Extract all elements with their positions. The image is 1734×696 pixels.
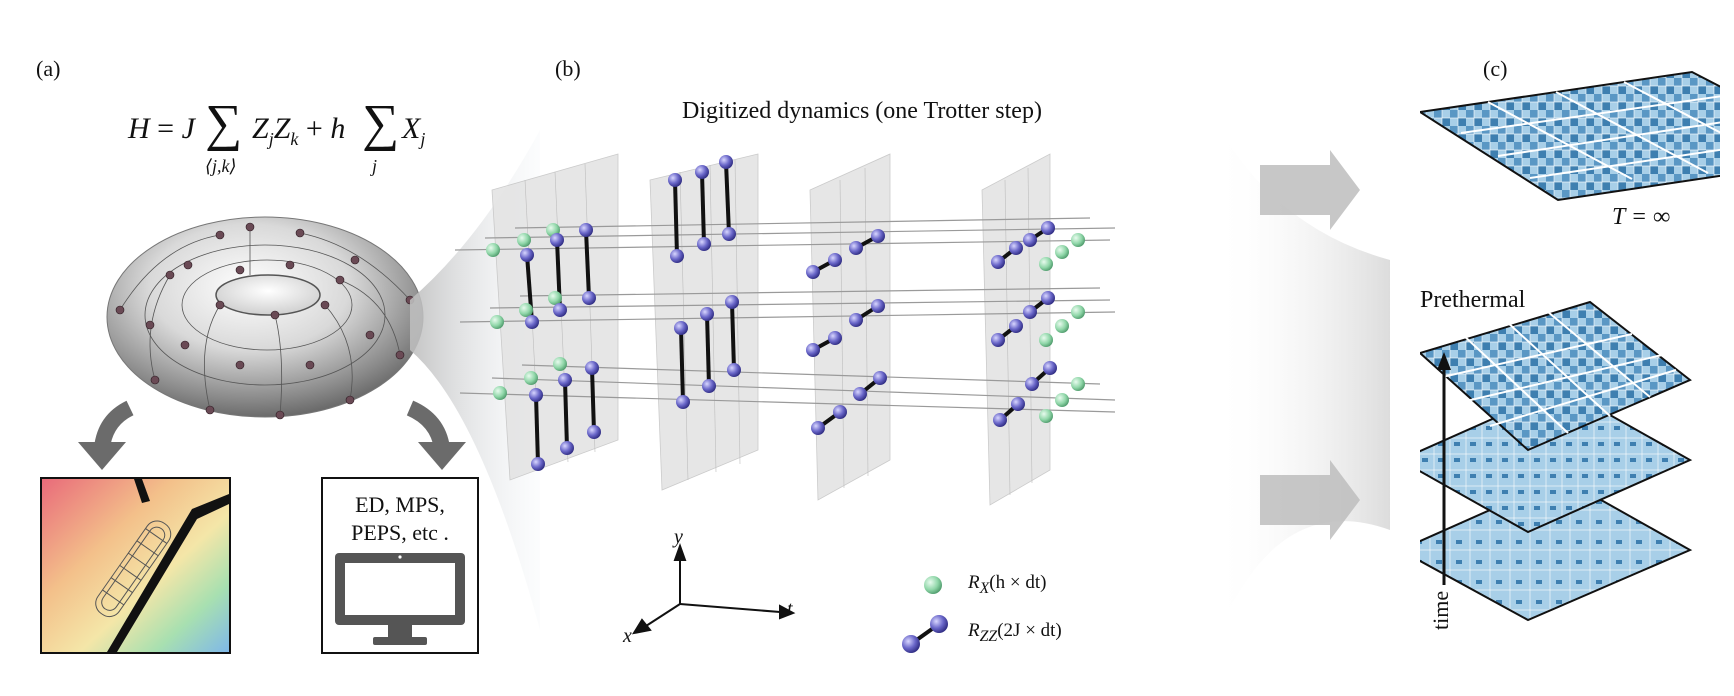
axis-label-t: t [787, 598, 793, 620]
prethermal-label: Prethermal [1420, 287, 1526, 313]
torus-output-arrows [78, 400, 466, 470]
trotter-circuit-diagram [410, 130, 1390, 635]
x-term: Xj [402, 112, 426, 149]
infinite-temperature-label: T = ∞ [1612, 204, 1671, 230]
legend-rx-label: RX(h × dt) [968, 572, 1047, 597]
sum-subscript-2: j [372, 156, 378, 176]
chip-icon [42, 479, 229, 652]
classical-methods-box: ED, MPS, PEPS, etc . [321, 477, 479, 654]
arrow-to-prethermal [1260, 460, 1360, 540]
torus-lattice [106, 216, 424, 420]
rzz-gate-icon [902, 635, 920, 653]
axis-label-y: y [674, 526, 683, 548]
infinite-temperature-lattice [1420, 70, 1720, 202]
sum-subscript-1: ⟨j,k⟩ [205, 156, 237, 176]
panel-label-c: (c) [1483, 56, 1508, 81]
lattice-snapshots [1420, 70, 1720, 622]
circuit-planes [491, 153, 1051, 506]
plane-3-qubits [806, 229, 887, 435]
arrow-to-infinite-temperature [1260, 150, 1360, 230]
axis-label-x: x [623, 625, 632, 647]
zz-term: ZjZk + h [252, 112, 346, 149]
summation-sign-2: ∑ [362, 95, 400, 152]
gate-legend-icons [902, 576, 948, 653]
computer-monitor-icon [335, 553, 465, 645]
time-axis-label: time [1428, 590, 1453, 630]
plane-1-qubits [486, 223, 601, 471]
quantum-hardware-image [40, 477, 231, 654]
summation-sign-1: ∑ [205, 95, 243, 152]
coordinate-axes [631, 543, 796, 635]
rx-gate-icon [924, 576, 942, 594]
qubit-wires [454, 217, 1116, 413]
panel-label-a: (a) [36, 56, 61, 81]
methods-text: ED, MPS, PEPS, etc . [351, 492, 449, 545]
prethermal-lattice-late [1420, 300, 1692, 452]
plane-4-qubits [991, 221, 1085, 427]
hamiltonian-formula: H = J [128, 112, 195, 145]
plane-2-qubits [668, 155, 741, 409]
panel-b-title: Digitized dynamics (one Trotter step) [682, 98, 1042, 124]
legend-rzz-label: RZZ(2J × dt) [968, 620, 1062, 645]
panel-label-b: (b) [555, 56, 581, 81]
